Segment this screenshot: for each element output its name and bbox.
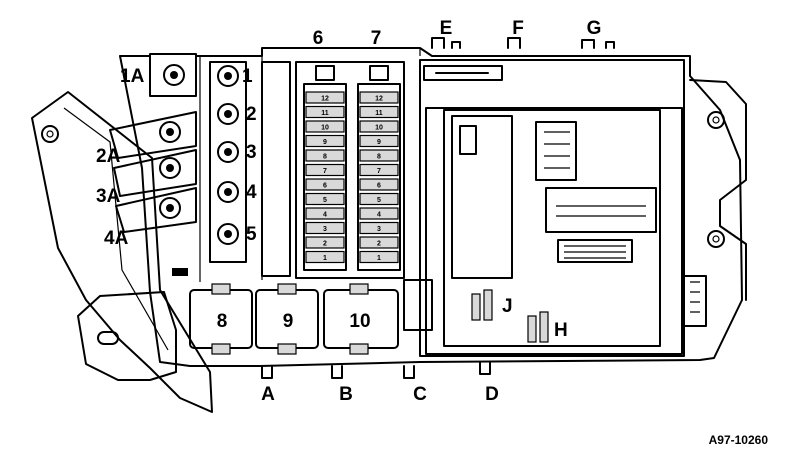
relay-label-8: 8 [217, 311, 228, 332]
callout-B: B [339, 384, 353, 405]
relay-label-10: 10 [349, 311, 370, 332]
callout-G: G [587, 18, 602, 39]
fuse-column-7: 12 11 10 9 8 7 6 5 4 3 2 1 [359, 91, 399, 264]
bottom-clips [261, 361, 491, 379]
fuse-slot [305, 250, 345, 264]
fuse-slot [359, 250, 399, 264]
fuse-number: 12 [375, 95, 383, 102]
left-mounting-bracket [31, 91, 213, 413]
fuse-number: 9 [377, 139, 381, 146]
fuse-slot [305, 207, 345, 220]
fuse-number: 6 [377, 182, 381, 189]
fuse-number: 3 [323, 226, 327, 233]
reference-code: A97-10260 [709, 433, 769, 447]
callout-3A: 3A [96, 186, 121, 207]
fuse-slot [305, 163, 345, 177]
inner-labels: J H [502, 296, 568, 341]
bottom-mounting-foot [77, 291, 177, 381]
fuse-number: 4 [377, 211, 381, 218]
relay-labels: 8 9 10 [217, 311, 371, 332]
fuse-number: 11 [321, 110, 329, 117]
callout-1: 1 [242, 66, 253, 87]
fuse-slot [359, 105, 399, 119]
callout-7: 7 [371, 28, 382, 49]
callout-J: J [502, 296, 513, 317]
fuse-slot [359, 236, 399, 249]
fuse-number: 4 [323, 211, 327, 218]
fuse-slot [359, 91, 399, 104]
callout-4: 4 [246, 182, 257, 203]
fuse-number: 12 [321, 95, 329, 102]
fuse-number: 7 [323, 168, 327, 175]
fuse-number: 8 [323, 153, 327, 160]
fuse-number: 9 [323, 139, 327, 146]
fuse-number: 10 [375, 124, 383, 131]
fuse-number: 1 [377, 255, 381, 262]
fuse-number: 7 [377, 168, 381, 175]
fuse-slot [359, 149, 399, 162]
fuse-number: 10 [321, 124, 329, 131]
top-callouts: 6 7 E F G [313, 18, 602, 49]
callout-2: 2 [246, 104, 257, 125]
fuse-slot [305, 178, 345, 191]
fuse-number: 8 [377, 153, 381, 160]
callout-F: F [512, 18, 524, 39]
fuse-slot [359, 134, 399, 148]
fuse-slot [305, 149, 345, 162]
fuse-slot [359, 207, 399, 220]
callout-4A: 4A [104, 228, 129, 249]
terminal-studs [109, 53, 247, 276]
fuse-slot [359, 192, 399, 206]
fuse-number: 5 [377, 197, 381, 204]
callout-6: 6 [313, 28, 324, 49]
fuse-slot [305, 105, 345, 119]
right-mounting-tab [683, 79, 747, 327]
fuse-slot [305, 192, 345, 206]
fuse-slot [359, 178, 399, 191]
callout-3: 3 [246, 142, 257, 163]
fuse-carrier: 12 11 10 9 8 7 6 5 4 3 2 1 12 11 10 9 8 7 6 5 4 3 2 1 [261, 61, 405, 279]
callout-2A: 2A [96, 146, 121, 167]
fuse-number: 11 [375, 110, 383, 117]
fuse-slot [305, 134, 345, 148]
fuse-slot [305, 91, 345, 104]
control-module [419, 59, 685, 357]
bottom-callouts: A B C D [261, 384, 499, 405]
fuse-slot [359, 221, 399, 235]
callout-C: C [413, 384, 427, 405]
fuse-number: 6 [323, 182, 327, 189]
fuse-number: 2 [323, 240, 327, 247]
relay-sockets [189, 279, 433, 355]
fuse-number: 1 [323, 255, 327, 262]
callout-E: E [440, 18, 453, 39]
callout-A: A [261, 384, 275, 405]
fuse-slot [359, 120, 399, 133]
fuse-number: 5 [323, 197, 327, 204]
fuse-slot [305, 221, 345, 235]
callout-1A: 1A [120, 66, 145, 87]
callout-D: D [485, 384, 499, 405]
relay-label-9: 9 [283, 311, 294, 332]
fuse-slot [359, 163, 399, 177]
fuse-slot [305, 236, 345, 249]
fuse-number: 3 [377, 226, 381, 233]
fuse-number: 2 [377, 240, 381, 247]
callout-5: 5 [246, 224, 257, 245]
callout-H: H [554, 320, 568, 341]
fuse-column-6: 12 11 10 9 8 7 6 5 4 3 2 1 [305, 91, 345, 264]
side-callouts: 1A 1 2 2A 3 3A 4 4A 5 [96, 66, 257, 249]
fuse-slot [305, 120, 345, 133]
